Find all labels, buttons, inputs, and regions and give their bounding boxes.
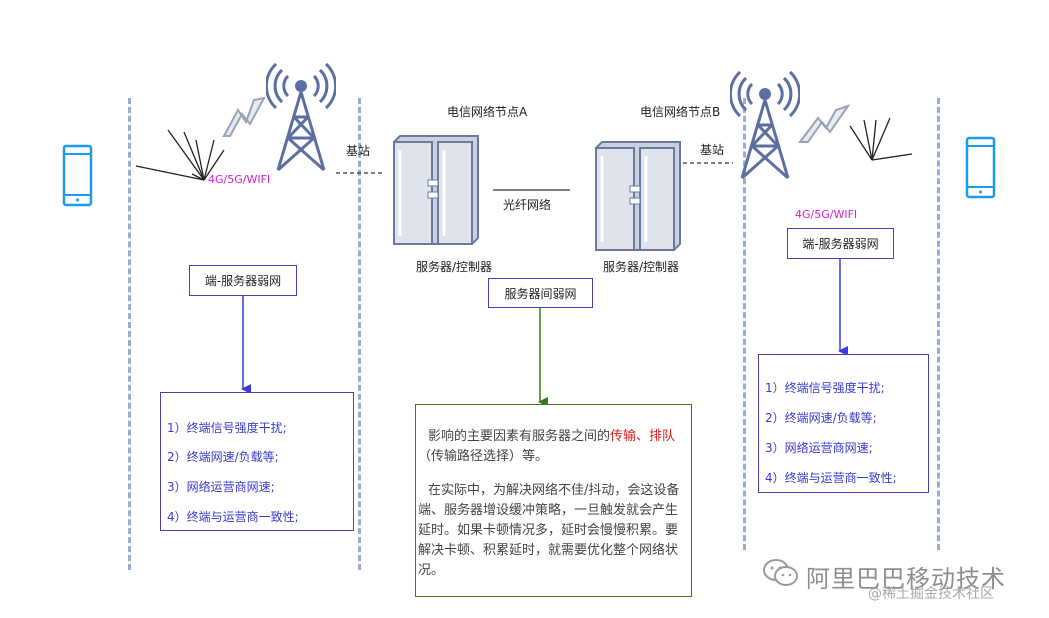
factor-list-left: 1）终端信号强度干扰; 2）终端网速/负载等; 3）网络运营商网速; 4）终端与… (160, 392, 354, 531)
highlight-text: 传输、 (610, 429, 650, 444)
net-type-left-label: 4G/5G/WIFI (208, 173, 271, 186)
server-right-label: 服务器/控制器 (603, 260, 680, 274)
list-item: 1）终端信号强度干扰; (167, 421, 287, 435)
description-paragraph-1: 影响的主要因素有服务器之间的传输、排队 （传输路径选择）等。 (418, 427, 686, 467)
watermark-title: 阿里巴巴移动技术 (806, 565, 1006, 593)
list-item: 3）网络运营商网速; (765, 441, 873, 455)
server-icon (595, 141, 681, 251)
cell-tower-icon (266, 62, 336, 172)
client-server-weak-net-box-right: 端-服务器弱网 (787, 228, 894, 259)
lightning-icon (222, 96, 266, 137)
lightning-icon (798, 104, 850, 143)
net-type-right-label: 4G/5G/WIFI (795, 208, 858, 221)
list-item: 4）终端与运营商一致性; (167, 510, 299, 524)
divider-line-2 (358, 98, 361, 570)
cell-tower-icon (730, 70, 800, 180)
description-text: （传输路径选择）等。 (418, 449, 549, 464)
list-item: 1）终端信号强度干扰; (765, 381, 885, 395)
phone-icon (62, 144, 93, 207)
base-station-left-label: 基站 (346, 144, 371, 158)
description-box: 影响的主要因素有服务器之间的传输、排队 （传输路径选择）等。 在实际中，为解决网络… (415, 404, 692, 597)
base-station-right-label: 基站 (700, 143, 725, 157)
node-a-label: 电信网络节点A (447, 105, 528, 119)
server-icon (393, 135, 479, 245)
description-paragraph-2: 在实际中，为解决网络不佳/抖动，会这设备端、服务器增设缓冲策略，一旦触发就会产生… (418, 483, 680, 578)
antenna-icon (135, 129, 225, 181)
fiber-label: 光纤网络 (503, 198, 552, 212)
list-item: 2）终端网速/负载等; (765, 411, 877, 425)
antenna-icon (849, 117, 913, 161)
server-left-label: 服务器/控制器 (416, 260, 493, 274)
divider-line-3 (743, 98, 746, 550)
phone-icon (965, 136, 996, 199)
server-server-weak-net-box: 服务器间弱网 (488, 278, 593, 308)
node-b-label: 电信网络节点B (640, 105, 721, 119)
highlight-text: 排队 (649, 429, 676, 444)
divider-line-4 (937, 98, 940, 550)
description-text: 影响的主要因素有服务器之间的 (428, 429, 611, 444)
wechat-icon (763, 559, 798, 586)
client-server-weak-net-box-left: 端-服务器弱网 (189, 265, 297, 296)
divider-line-1 (128, 98, 131, 570)
watermark-subtitle: @稀土掘金技术社区 (868, 586, 994, 602)
list-item: 3）网络运营商网速; (167, 480, 275, 494)
list-item: 4）终端与运营商一致性; (765, 471, 897, 485)
list-item: 2）终端网速/负载等; (167, 450, 279, 464)
factor-list-right: 1）终端信号强度干扰; 2）终端网速/负载等; 3）网络运营商网速; 4）终端与… (758, 354, 929, 493)
